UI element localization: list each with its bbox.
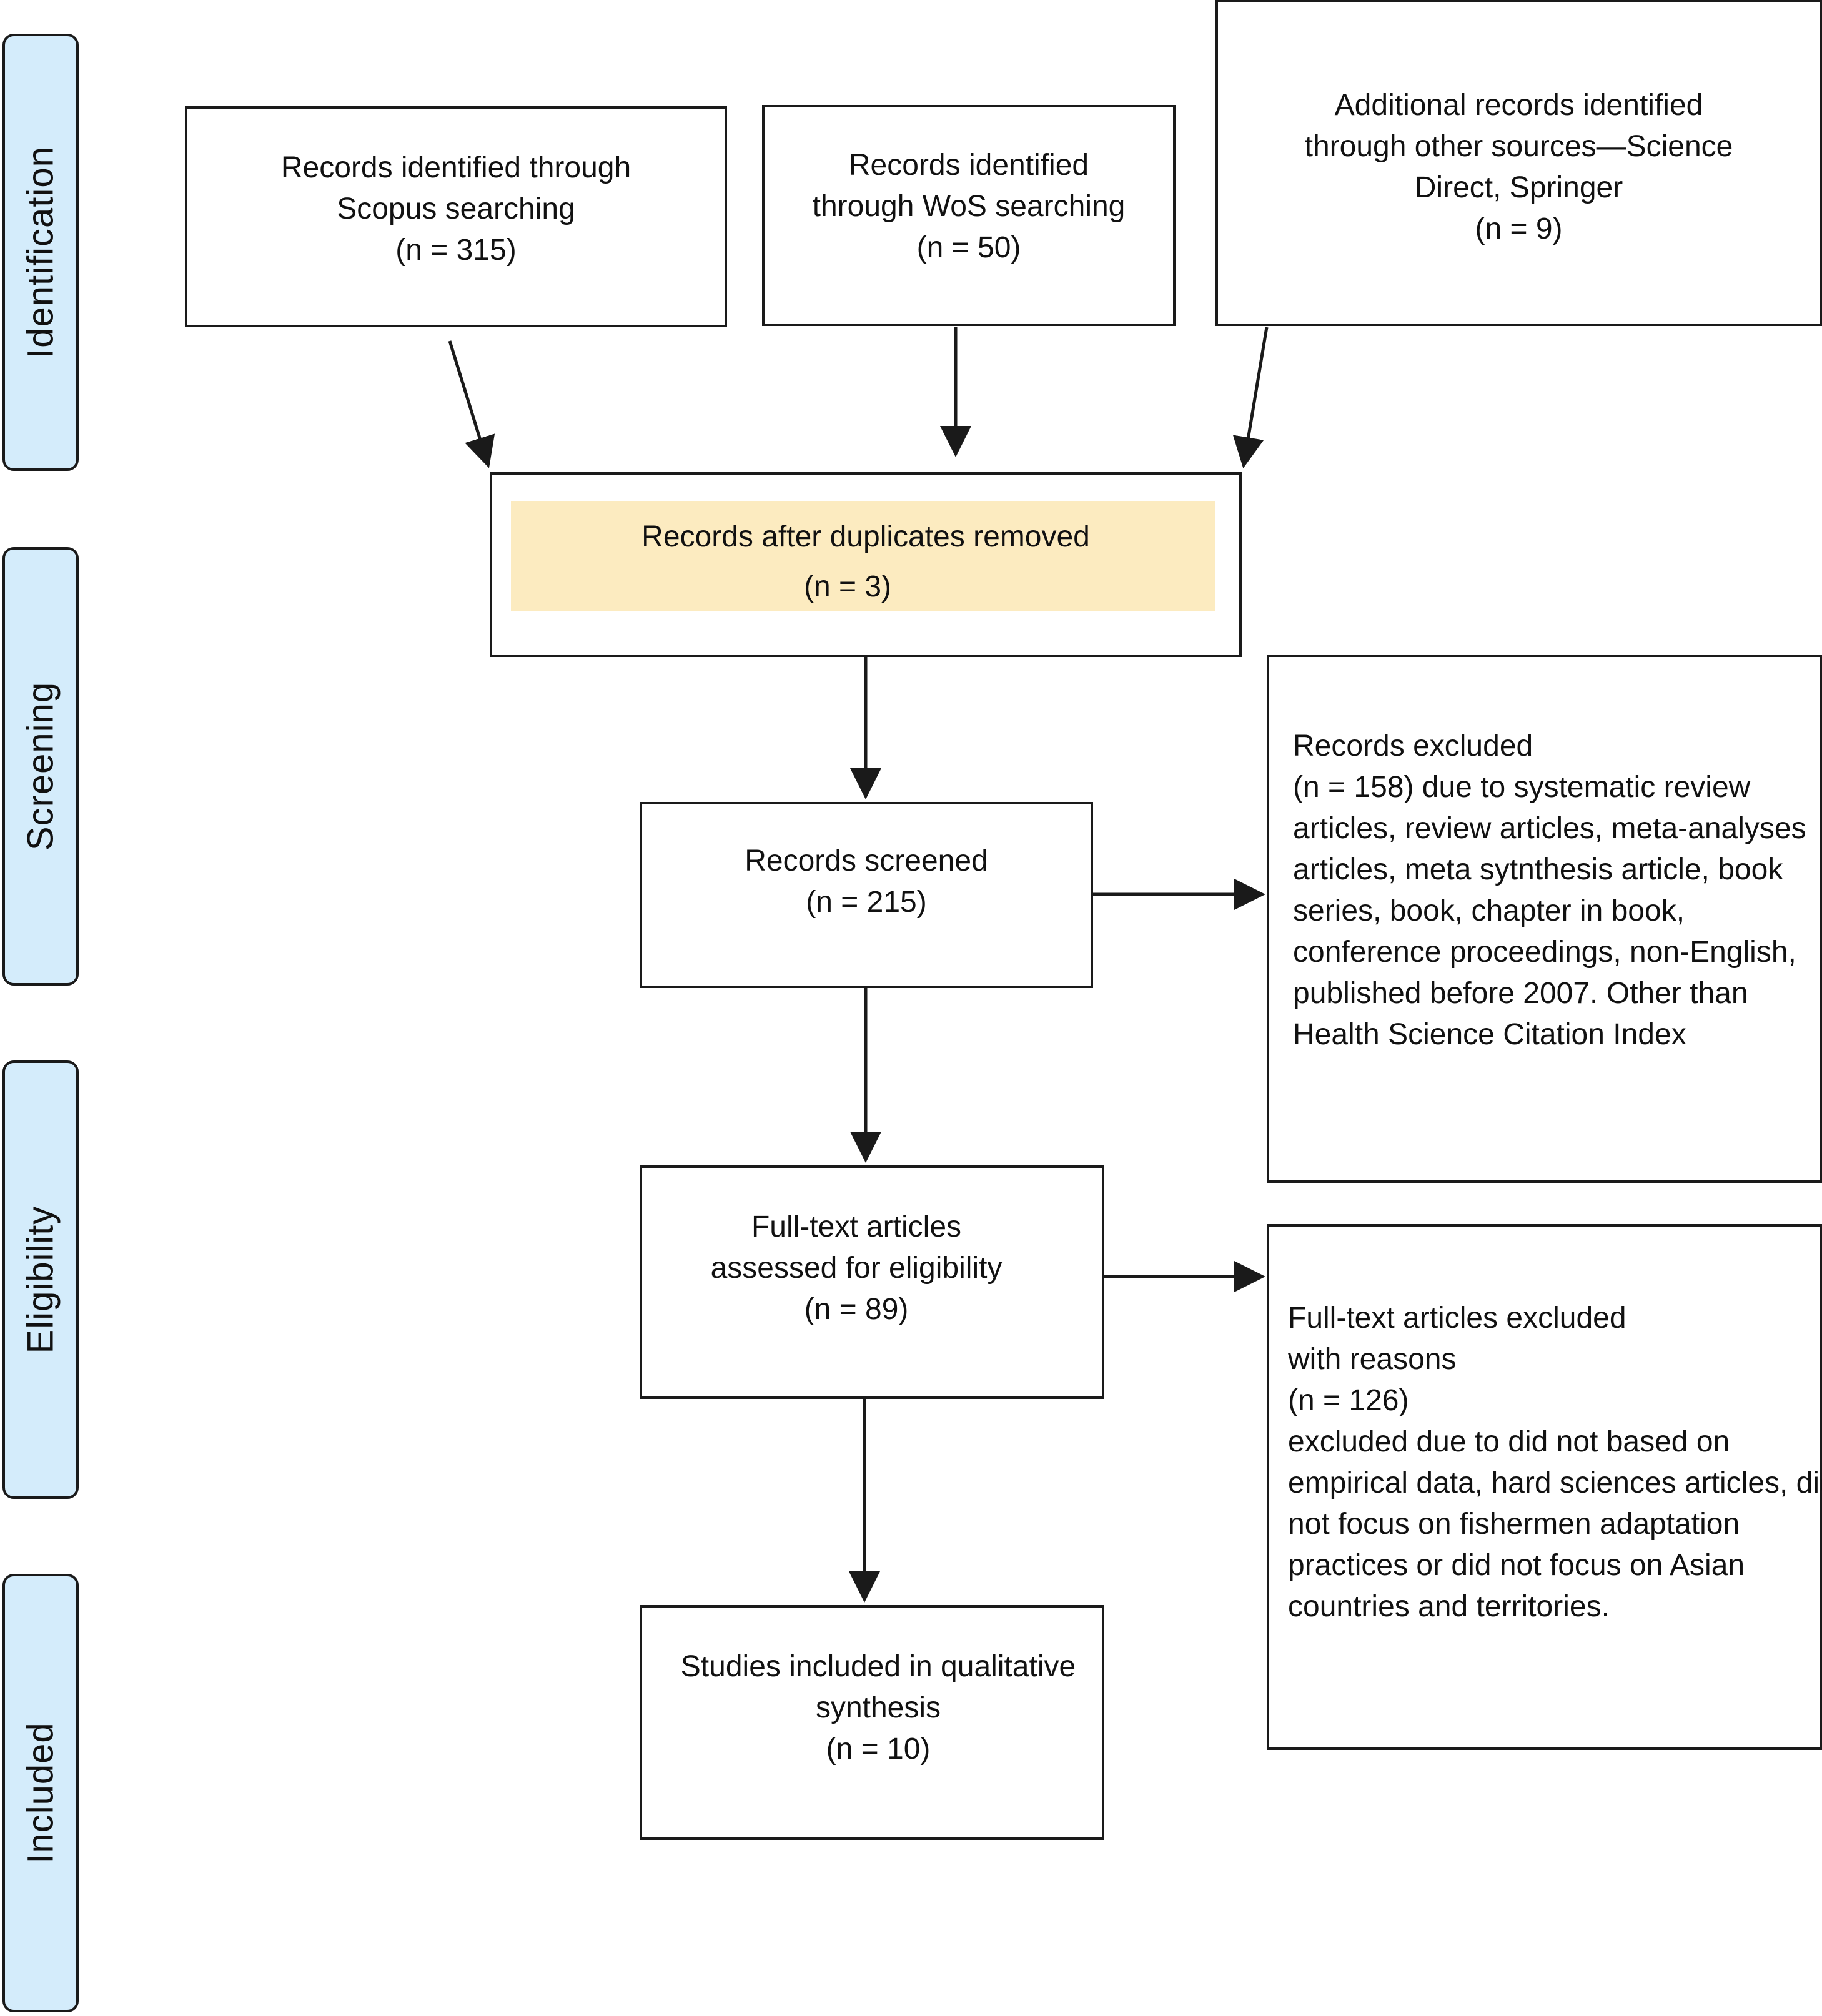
included-line-1: Studies included in qualitative	[680, 1650, 1076, 1683]
arrow-other-to-duplicates	[1232, 327, 1269, 468]
screened-title: Records screened	[745, 844, 988, 877]
records-excluded-box: Records excluded (n = 158) due to system…	[1267, 655, 1822, 1183]
fulltext-line-1: Full-text articles	[751, 1210, 962, 1243]
phase-screening: Screening	[2, 547, 79, 986]
fulltext-excluded-line-6: not focus on fishermen adaptation	[1288, 1508, 1740, 1541]
arrow-scopus-to-duplicates	[448, 340, 495, 468]
studies-included-box: Studies included in qualitative synthesi…	[640, 1605, 1104, 1840]
other-sources-box: Additional records identified through ot…	[1215, 0, 1822, 326]
fulltext-excluded-line-1: Full-text articles excluded	[1288, 1302, 1626, 1335]
excluded-line-8: Health Science Citation Index	[1293, 1018, 1686, 1051]
duplicates-highlight	[511, 501, 1215, 611]
excluded-line-2: (n = 158) due to systematic review	[1293, 771, 1751, 804]
records-screened-box: Records screened (n = 215)	[640, 802, 1093, 988]
fulltext-line-2: assessed for eligibility	[710, 1252, 1003, 1285]
fulltext-excluded-line-7: practices or did not focus on Asian	[1288, 1549, 1745, 1582]
excluded-line-6: conference proceedings, non-English,	[1293, 936, 1796, 969]
fulltext-assessed-box: Full-text articles assessed for eligibil…	[640, 1165, 1104, 1399]
included-count: (n = 10)	[826, 1732, 931, 1766]
wos-line-2: through WoS searching	[812, 190, 1126, 223]
fulltext-excluded-count: (n = 126)	[1288, 1384, 1409, 1417]
scopus-line-2: Scopus searching	[337, 192, 575, 225]
wos-line-1: Records identified	[848, 149, 1089, 182]
wos-records-box: Records identified through WoS searching…	[762, 105, 1176, 326]
excluded-line-7: published before 2007. Other than	[1293, 977, 1748, 1010]
other-line-2: through other sources—Science	[1304, 130, 1733, 163]
other-line-1: Additional records identified	[1334, 89, 1703, 122]
duplicates-count: (n = 3)	[803, 570, 892, 603]
scopus-records-box: Records identified through Scopus search…	[185, 106, 727, 327]
other-line-3: Direct, Springer	[1414, 171, 1623, 204]
scopus-count: (n = 315)	[395, 234, 517, 267]
fulltext-excluded-line-5: empirical data, hard sciences articles, …	[1288, 1466, 1822, 1500]
fulltext-excluded-box: Full-text articles excluded with reasons…	[1267, 1224, 1822, 1750]
fulltext-excluded-line-8: countries and territories.	[1288, 1590, 1610, 1623]
phase-eligibility: Eligibility	[2, 1060, 79, 1499]
fulltext-count: (n = 89)	[804, 1293, 909, 1326]
excluded-line-5: series, book, chapter in book,	[1293, 894, 1685, 927]
excluded-line-4: articles, meta sytnthesis article, book	[1293, 853, 1783, 886]
duplicates-removed-box: Records after duplicates removed (n = 3)	[490, 472, 1242, 657]
included-line-2: synthesis	[815, 1691, 941, 1724]
screened-count: (n = 215)	[806, 886, 927, 919]
excluded-line-3: articles, review articles, meta-analyses	[1293, 812, 1806, 845]
excluded-line-1: Records excluded	[1293, 729, 1533, 763]
scopus-line-1: Records identified through	[280, 151, 631, 184]
phase-included: Included	[2, 1574, 79, 2012]
fulltext-excluded-line-2: with reasons	[1288, 1343, 1457, 1376]
fulltext-excluded-line-4: excluded due to did not based on	[1288, 1425, 1730, 1458]
wos-count: (n = 50)	[916, 231, 1021, 264]
other-count: (n = 9)	[1475, 212, 1563, 245]
duplicates-title: Records after duplicates removed	[641, 520, 1090, 553]
phase-identification: Identification	[2, 34, 79, 471]
